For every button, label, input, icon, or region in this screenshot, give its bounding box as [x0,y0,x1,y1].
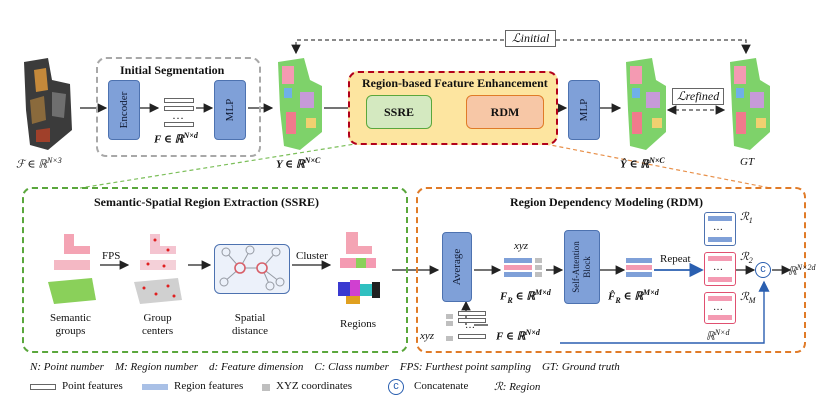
average-label: Average [451,248,463,286]
repeat-label: Repeat [660,253,691,265]
group-centers-shapes [134,234,182,304]
mlp-block-2: MLP [568,80,600,140]
ssre-panel-title: Semantic-Spatial Region Extraction (SSRE… [94,195,319,209]
ssre-block: SSRE [366,95,432,129]
legend-xyz-coordinates: XYZ coordinates [276,380,353,392]
encoder-label: Encoder [118,91,130,129]
semantic-groups-shapes [48,234,96,304]
spatial-graph [219,245,285,291]
legend-xyz-swatch [262,384,270,391]
xyz-square [446,321,453,326]
enhanced-feature-bar [626,272,652,277]
segmentation-scan-gt [730,58,770,150]
region-2-label: ℛ2 [740,251,753,266]
feature-bar [458,311,486,316]
legend-point-swatch [30,384,56,390]
legend-concatenate: Concatenate [414,380,469,392]
region-feature-bar [504,258,532,263]
gt-label: GT [740,156,755,168]
input-label: ℱ ∈ ℝN×3 [16,156,62,171]
initial-segmentation-title: Initial Segmentation [120,63,225,77]
region-stack-m: … [704,292,736,324]
input-point-cloud [24,58,72,150]
cluster-label: Cluster [296,250,328,262]
legend-point-features: Point features [62,380,123,392]
xyz-square [535,258,542,263]
encoder-block: Encoder [108,80,140,140]
spatial-distance-box [214,244,290,294]
mlp-label: MLP [224,98,236,122]
enhanced-feature-bar [626,265,652,270]
region-1-label: ℛ1 [740,211,753,226]
regions-shapes [338,232,380,304]
legend-concatenate-icon: c [388,379,404,395]
regions-label: Regions [340,318,377,330]
ssre-label: SSRE [383,105,415,119]
rdm-panel [416,187,806,353]
rdm-label: RDM [490,105,520,119]
feature-label: F ∈ ℝN×d [154,131,198,146]
rdm-block: RDM [466,95,544,129]
xyz-square [446,314,453,319]
rfe-title: Region-based Feature Enhancement [362,76,548,90]
ssre-panel [22,187,408,353]
bottom-dots: … [465,320,475,331]
legend-region-features: Region features [174,380,244,392]
feature-dots: … [172,108,184,122]
feature-bar [164,98,194,103]
average-block: Average [442,232,472,302]
region-stack-1: … [704,212,736,246]
output-dim-label: ℝN×2d [788,263,816,278]
fr-label: FR ∈ ℝM×d [500,288,551,305]
region-m-label: ℛM [740,291,756,306]
feature-bar [164,106,194,111]
loss-refined-label: ℒrefined [672,88,725,105]
legend-region-swatch [142,384,168,390]
y-label: Y ∈ ℝN×C [276,156,321,171]
feature-bar [458,334,486,339]
xyz-bottom-label: xyz [420,330,435,342]
mlp-block-1: MLP [214,80,246,140]
segmentation-scan-yhat [626,58,666,150]
region-stack-2: … [704,252,736,286]
xyz-square [535,265,542,270]
yhat-label: Ŷ ∈ ℝN×C [620,156,665,171]
rdm-panel-title: Region Dependency Modeling (RDM) [510,195,703,209]
enhanced-feature-bar [626,258,652,263]
initial-segmentation-box [96,57,261,157]
notation-line: N: Point number M: Region number d: Feat… [30,361,620,373]
fps-label: FPS [102,250,121,262]
mlp2-label: MLP [578,98,590,122]
xyz-top-label: xyz [514,240,529,252]
concatenate-icon: c [755,262,771,278]
xyz-square [446,336,453,341]
feature-bar [458,318,486,323]
feature-bar [164,122,194,127]
legend-region: ℛ: Region [494,381,541,393]
loss-initial-label: ℒinitial [505,30,557,47]
region-feature-bar [504,265,532,270]
f-bottom-label: F ∈ ℝN×d [496,328,540,343]
segmentation-scan-y [278,58,322,150]
region-feature-bar [504,272,532,277]
frhat-label: F̂R ∈ ℝM×d [608,288,659,305]
stack-dim-label: ℝN×d [706,328,730,343]
xyz-square [535,272,542,277]
